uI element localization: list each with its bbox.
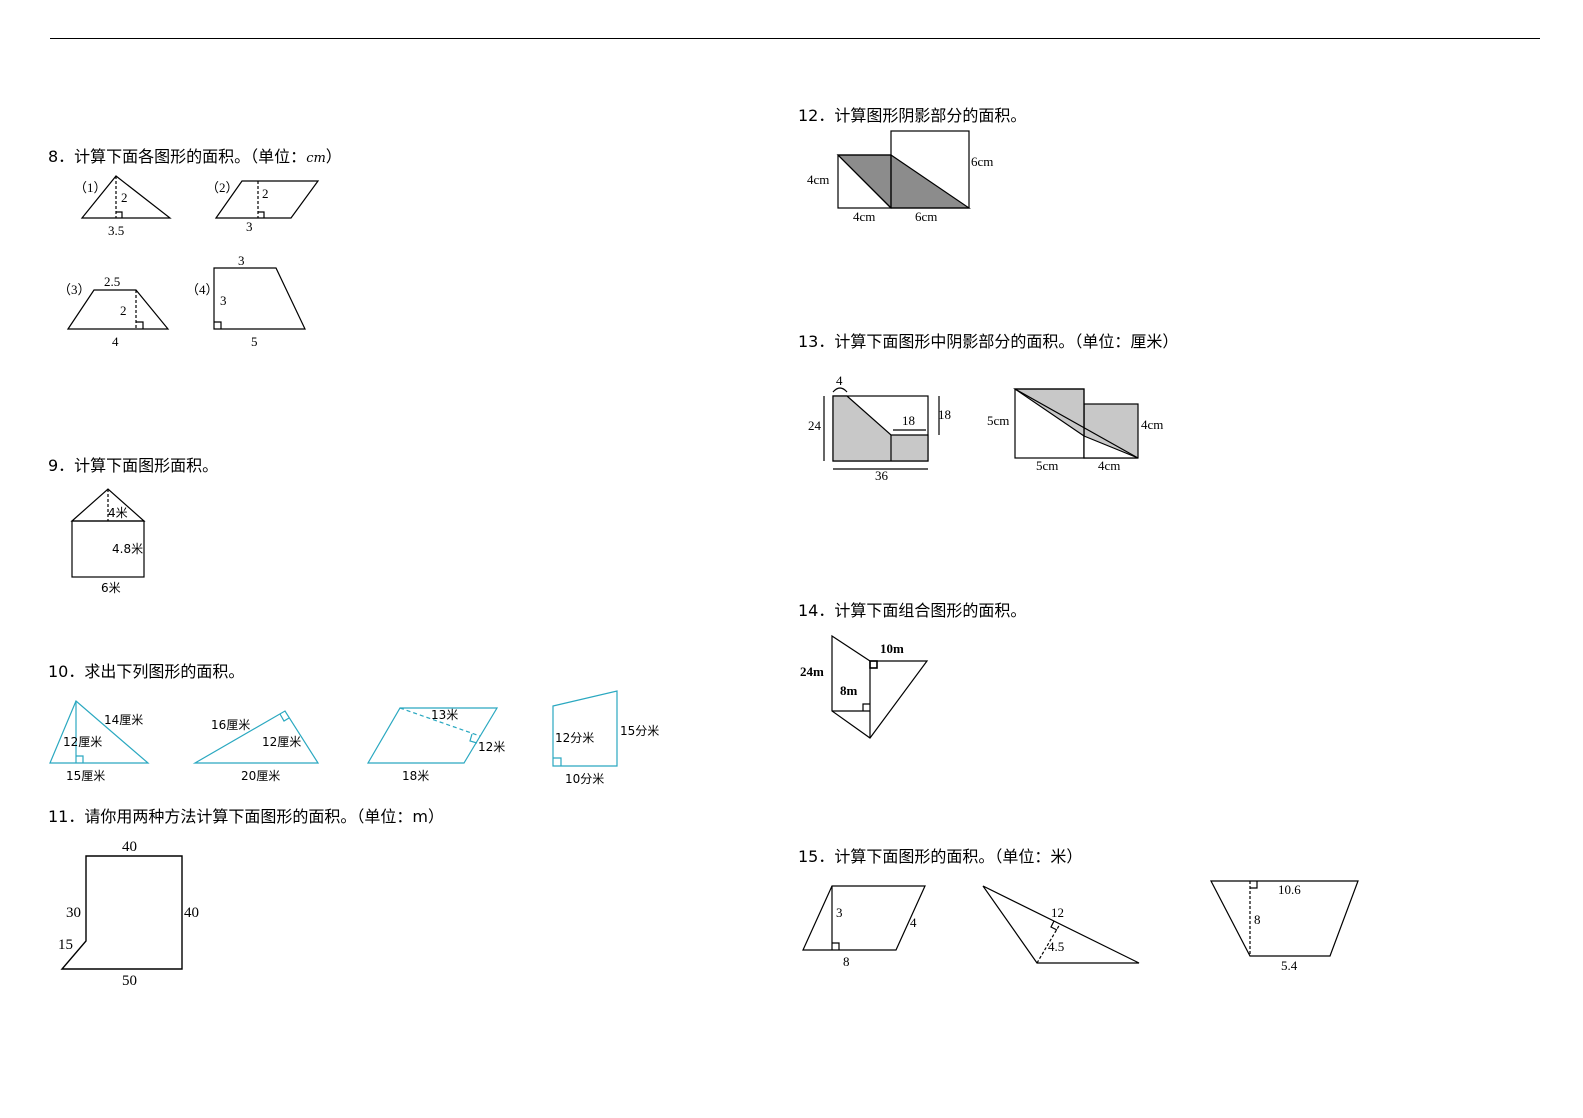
q10-fig4-right: 15分米 — [620, 724, 659, 738]
q10-figure-4-trapezoid — [552, 690, 618, 767]
q10-fig3-diagonal: 13米 — [431, 708, 458, 722]
q15-fig3-height: 8 — [1254, 912, 1261, 927]
q8-fig1-height: 2 — [121, 190, 128, 205]
q15-fig3-base: 5.4 — [1281, 958, 1298, 973]
question-15: 15．计算下面图形的面积。（单位：米） — [798, 847, 1083, 866]
q13-fig1-step-height: 18 — [938, 407, 951, 422]
question-12: 12．计算图形阴影部分的面积。 — [798, 106, 1027, 125]
question-9: 9．计算下面图形面积。 — [48, 456, 219, 475]
q11-left: 30 — [66, 905, 81, 921]
q8-figure-3-trapezoid — [66, 289, 170, 330]
q8-fig3-tag: （3） — [58, 282, 91, 297]
q8-figure-1-triangle — [80, 175, 172, 219]
q14-figure-composite — [831, 634, 929, 739]
q8-fig3-top: 2.5 — [104, 274, 120, 289]
q13-fig2-height-2: 4cm — [1141, 417, 1163, 432]
q13-fig2-width-1: 5cm — [1036, 458, 1058, 473]
q15-fig1-height: 3 — [836, 905, 843, 920]
q10-fig2-side: 16厘米 — [211, 718, 250, 732]
q12-left-height: 4cm — [807, 172, 829, 187]
question-8-text: 8．计算下面各图形的面积。（单位： — [48, 147, 307, 166]
q11-right: 40 — [184, 905, 199, 921]
q14-left: 24m — [800, 664, 824, 679]
q11-figure-composite — [60, 855, 183, 970]
q14-top: 10m — [880, 641, 904, 656]
question-13: 13．计算下面图形中阴影部分的面积。（单位：厘米） — [798, 332, 1179, 351]
q8-fig2-base: 3 — [246, 219, 253, 234]
q8-fig2-height: 2 — [262, 186, 269, 201]
q8-fig1-tag: （1） — [74, 180, 107, 195]
q15-fig1-side: 4 — [910, 915, 917, 930]
q8-figure-2-parallelogram — [214, 180, 320, 219]
q10-fig1-height: 12厘米 — [63, 735, 102, 749]
q8-figure-4-right-trapezoid — [213, 267, 306, 330]
q8-fig4-top: 3 — [238, 253, 245, 268]
header-rule — [50, 38, 1540, 39]
q13-figure-1-step — [823, 387, 940, 470]
q10-figure-1-triangle — [49, 700, 150, 764]
q10-fig4-left: 12分米 — [555, 731, 594, 745]
q13-fig1-notch: 4 — [836, 373, 843, 388]
question-8: 8．计算下面各图形的面积。（单位：cm） — [48, 143, 342, 167]
q12-width-1: 4cm — [853, 209, 875, 224]
q14-mid: 8m — [840, 683, 858, 698]
q10-fig2-height: 12厘米 — [262, 735, 301, 749]
question-11: 11．请你用两种方法计算下面图形的面积。（单位：m） — [48, 807, 444, 826]
q13-fig2-height-1: 5cm — [987, 413, 1009, 428]
q9-figure-house — [70, 488, 146, 578]
q10-fig3-height: 12米 — [478, 740, 505, 754]
q10-figure-3-parallelogram — [366, 707, 499, 764]
q15-figure-2-triangle — [982, 885, 1140, 964]
q13-fig2-width-2: 4cm — [1098, 458, 1120, 473]
q10-fig1-base: 15厘米 — [66, 769, 105, 783]
q9-width: 6米 — [101, 581, 121, 595]
q12-figure-shaded — [836, 130, 971, 209]
q15-fig3-top: 10.6 — [1278, 882, 1301, 897]
q12-width-2: 6cm — [915, 209, 937, 224]
q10-fig1-side: 14厘米 — [104, 713, 143, 727]
q13-fig1-step-width: 18 — [902, 413, 915, 428]
q10-fig2-base: 20厘米 — [241, 769, 280, 783]
question-8-unit: cm — [306, 151, 326, 166]
q11-top: 40 — [122, 839, 137, 855]
q15-figure-3-trapezoid — [1210, 880, 1359, 957]
q8-fig1-base: 3.5 — [108, 223, 124, 238]
question-8-close: ） — [325, 147, 342, 166]
q9-rect-height: 4.8米 — [112, 542, 143, 556]
q8-fig4-height: 3 — [220, 293, 227, 308]
q15-fig1-base: 8 — [843, 954, 850, 969]
question-10: 10．求出下列图形的面积。 — [48, 662, 245, 681]
q13-figure-2-shaded — [1013, 388, 1139, 459]
q12-right-height: 6cm — [971, 154, 993, 169]
q8-fig4-base: 5 — [251, 334, 258, 349]
q9-triangle-height: 4米 — [108, 506, 128, 520]
q10-figure-2-right-triangle — [192, 710, 320, 764]
question-14: 14．计算下面组合图形的面积。 — [798, 601, 1027, 620]
q11-bottom: 50 — [122, 973, 137, 989]
q15-figure-1-parallelogram — [802, 885, 926, 951]
q8-fig3-height: 2 — [120, 303, 127, 318]
q11-slant: 15 — [58, 937, 73, 953]
q8-fig4-tag: （4） — [186, 282, 219, 297]
q10-fig3-base: 18米 — [402, 769, 429, 783]
q13-fig1-width: 36 — [875, 468, 889, 483]
q10-fig4-base: 10分米 — [565, 772, 604, 786]
q8-fig3-base: 4 — [112, 334, 119, 349]
q8-fig2-tag: （2） — [206, 180, 239, 195]
q15-fig2-base: 12 — [1051, 905, 1064, 920]
q13-fig1-height: 24 — [808, 418, 822, 433]
q15-fig2-height: 4.5 — [1048, 939, 1064, 954]
